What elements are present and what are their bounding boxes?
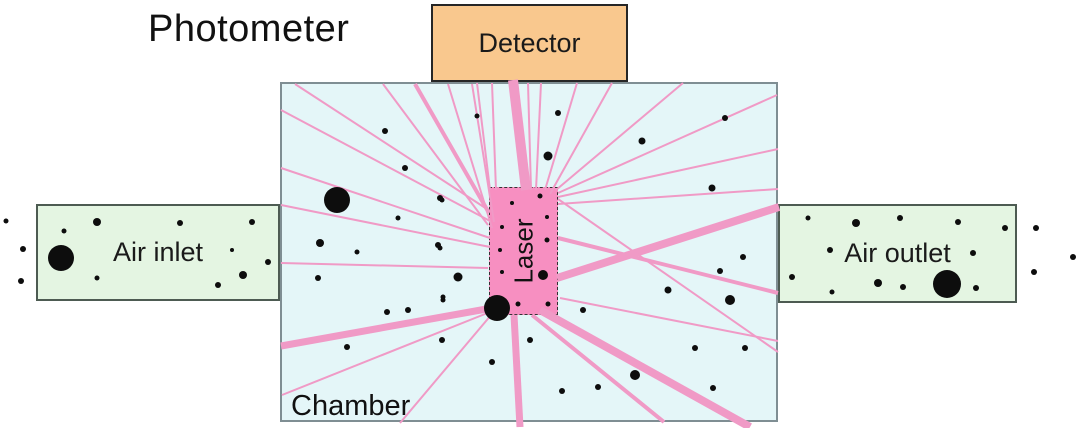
- laser-label: Laser: [508, 218, 539, 284]
- particle-dot: [3, 218, 9, 224]
- air-outlet-duct: Air outlet: [778, 204, 1017, 303]
- chamber-label: Chamber: [291, 390, 411, 422]
- particle-dot: [18, 278, 24, 284]
- diagram-title: Photometer: [148, 8, 350, 50]
- air-outlet-label: Air outlet: [844, 238, 951, 268]
- detector-label: Detector: [478, 27, 581, 58]
- particle-dot: [20, 246, 26, 252]
- detector-box: Detector: [431, 4, 628, 82]
- particle-dot: [1070, 254, 1076, 260]
- particle-dot: [1031, 269, 1037, 275]
- air-inlet-label: Air inlet: [112, 237, 204, 267]
- air-inlet-duct: Air inlet: [36, 204, 280, 301]
- particle-dot: [1033, 225, 1039, 231]
